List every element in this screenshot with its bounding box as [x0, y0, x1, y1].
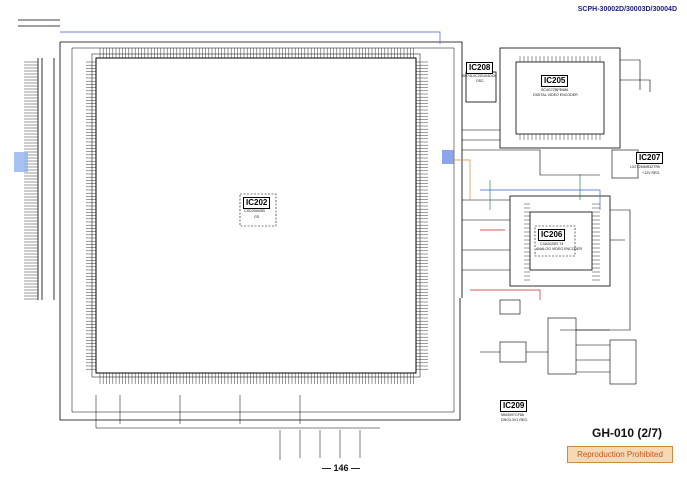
reproduction-notice: Reproduction Prohibited [567, 446, 673, 463]
ic202-ref: IC202 [243, 197, 271, 209]
ic209-ref: IC209 [500, 400, 528, 412]
ic207-ref: IC207 [636, 152, 664, 164]
ic206-part: CXA2025R-T4 [540, 242, 564, 246]
ic208-part: SN74LVC2GU04DCK [462, 74, 497, 78]
ic208-ref: IC208 [466, 62, 494, 74]
ic207-part: LX2T2MMR3ZTRK [630, 165, 661, 169]
ic209-desc: DNG3.3V1 REG. [501, 418, 529, 422]
ic205-desc: DIGITAL VIDEO ENCODER [533, 93, 578, 97]
ic209-part: MM3097CF68 [501, 413, 524, 417]
ic202-note: GS [254, 215, 260, 219]
ic202-part: CXD2944GB [244, 209, 265, 213]
ic208-desc: OSC. [476, 79, 485, 83]
model-numbers: SCPH-30002D/30003D/30004D [577, 6, 677, 13]
board-title: GH-010 (2/7) [592, 426, 663, 440]
ic205-ref: IC205 [541, 75, 569, 87]
ic206-ref: IC206 [538, 229, 566, 241]
ic206-desc: ANALOG VIDEO ENCODER [536, 247, 583, 251]
ic207-desc: +12V REG. [642, 171, 661, 175]
page-number: — 146 — [322, 463, 361, 473]
ic205-part: SC4G7ZBPE686 [541, 88, 569, 92]
